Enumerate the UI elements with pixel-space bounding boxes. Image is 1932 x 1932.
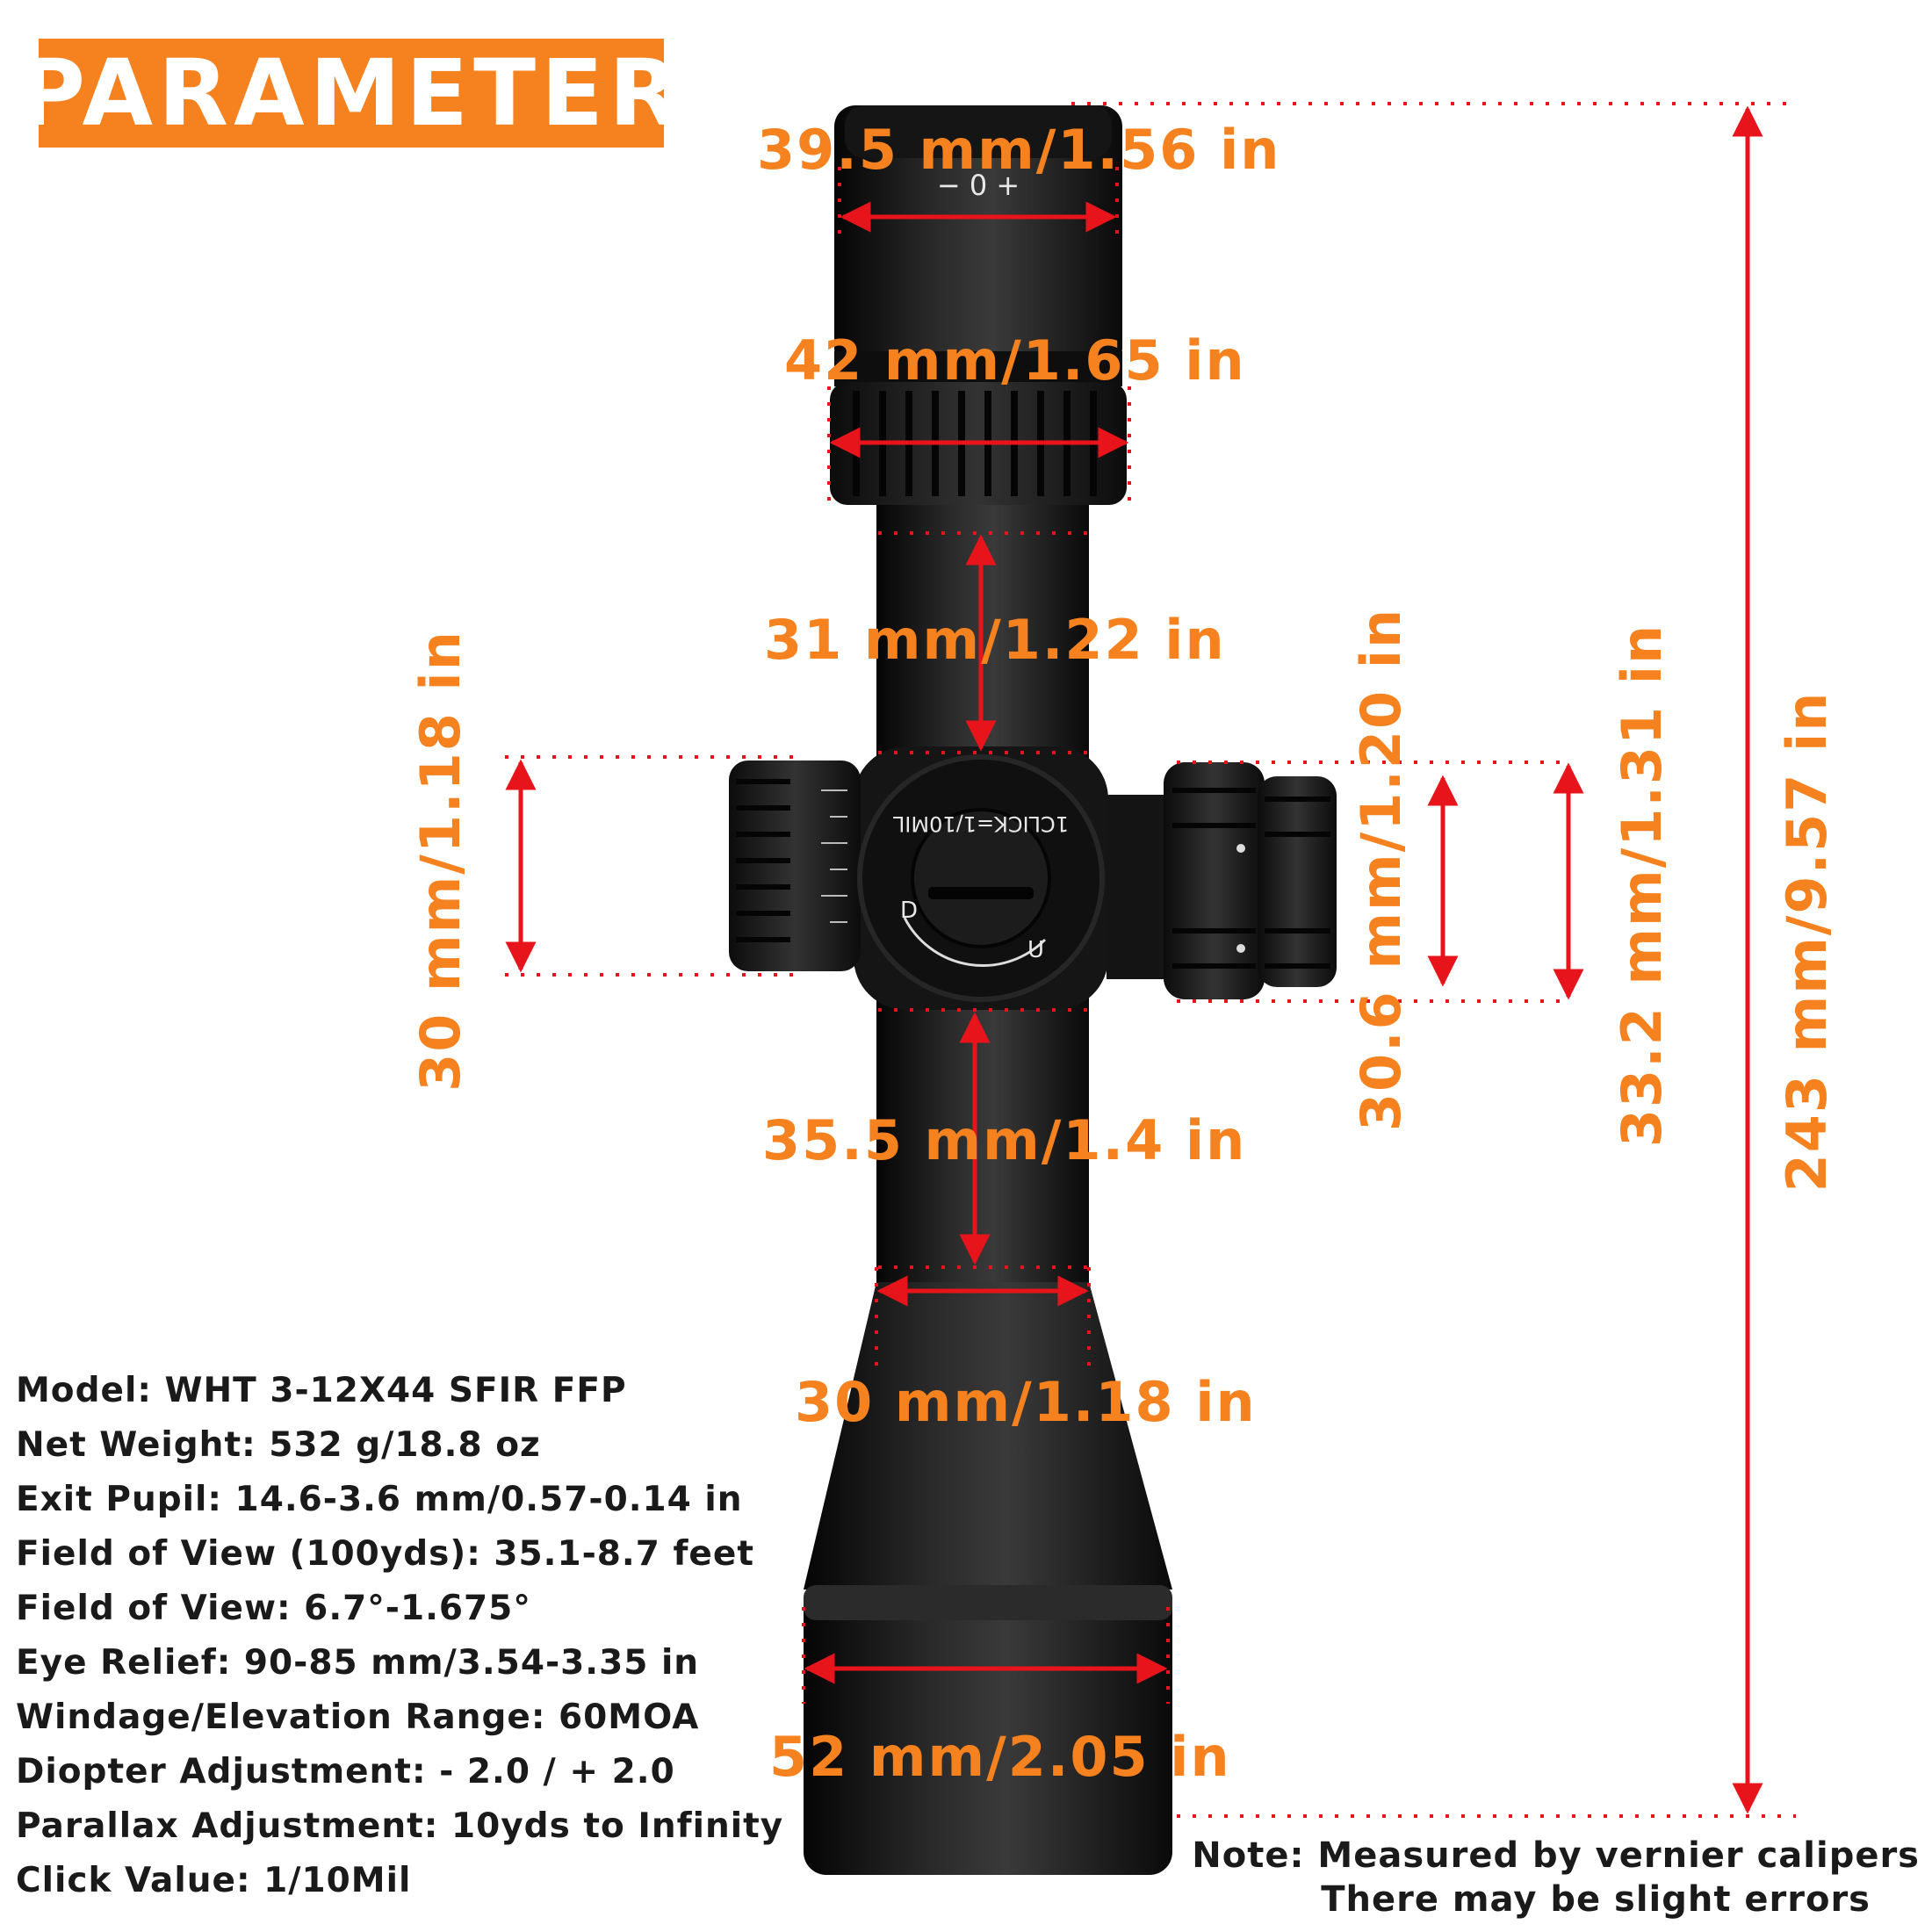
elevation-dial-cap bbox=[911, 808, 1051, 948]
spec-item: Click Value: 1/10Mil bbox=[16, 1861, 412, 1900]
overall-length-label: 243 mm/9.57 in bbox=[1775, 690, 1839, 1193]
objective-rim bbox=[804, 1585, 1172, 1620]
note-line-2: There may be slight errors bbox=[1321, 1879, 1871, 1920]
spec-item: Field of View (100yds): 35.1-8.7 feet bbox=[16, 1534, 754, 1574]
windage-turret bbox=[729, 761, 861, 971]
parallax-knob-outer bbox=[1258, 776, 1337, 987]
parallax-turret-height-label: 30.6 mm/1.20 in bbox=[1349, 607, 1413, 1132]
spec-item: Diopter Adjustment: - 2.0 / + 2.0 bbox=[16, 1752, 675, 1791]
ocular-scale-mark: − 0 + bbox=[937, 169, 1020, 202]
dial-direction-arrow bbox=[903, 917, 1047, 967]
scope-body bbox=[729, 105, 1337, 1875]
spec-item: Model: WHT 3-12X44 SFIR FFP bbox=[16, 1371, 627, 1410]
spec-item: Net Weight: 532 g/18.8 oz bbox=[16, 1425, 541, 1465]
note-line-1: Note: Measured by vernier calipers bbox=[1192, 1835, 1920, 1876]
parallax-knurling bbox=[1172, 788, 1330, 969]
windage-turret-height-label: 30 mm/1.18 in bbox=[408, 630, 472, 1092]
dial-slot bbox=[928, 887, 1034, 899]
spec-list: Model: WHT 3-12X44 SFIR FFP Net Weight: … bbox=[16, 1364, 783, 1908]
tube-diameter-label: 30 mm/1.18 in bbox=[795, 1370, 1257, 1434]
parallax-knob-height-label: 33.2 mm/1.31 in bbox=[1610, 623, 1674, 1148]
ocular-cap bbox=[845, 105, 1112, 158]
dimension-arrows bbox=[505, 105, 1763, 1814]
parallax-dot bbox=[1236, 844, 1245, 853]
spec-item: Parallax Adjustment: 10yds to Infinity bbox=[16, 1806, 784, 1846]
parallax-knob-inner bbox=[1164, 762, 1265, 999]
power-ring-diameter-label: 42 mm/1.65 in bbox=[784, 328, 1246, 393]
objective-bell bbox=[804, 1282, 1172, 1590]
spec-item: Exit Pupil: 14.6-3.6 mm/0.57-0.14 in bbox=[16, 1480, 743, 1519]
click-value-mark: 1CLICK=1/10MIL bbox=[892, 811, 1069, 836]
objective-diameter-label: 52 mm/2.05 in bbox=[769, 1725, 1231, 1789]
front-tube-length-label: 35.5 mm/1.4 in bbox=[762, 1108, 1247, 1172]
rear-tube-length-label: 31 mm/1.22 in bbox=[764, 608, 1226, 672]
ocular-bell bbox=[834, 105, 1122, 369]
spec-item: Windage/Elevation Range: 60MOA bbox=[16, 1698, 700, 1737]
spec-item: Field of View: 6.7°-1.675° bbox=[16, 1589, 531, 1628]
parallax-turret bbox=[1107, 795, 1168, 979]
windage-knurling bbox=[736, 779, 790, 942]
windage-scale bbox=[821, 789, 847, 923]
parallax-dot bbox=[1236, 944, 1245, 953]
spec-item: Eye Relief: 90-85 mm/3.54-3.35 in bbox=[16, 1643, 700, 1683]
parameter-title: PARAMETER bbox=[18, 39, 685, 148]
guide-lines bbox=[505, 102, 1796, 1818]
measurement-note: Note: Measured by vernier calipers There… bbox=[1192, 1834, 1920, 1921]
dial-up-mark: U bbox=[1027, 937, 1044, 963]
dial-down-mark: D bbox=[900, 898, 918, 924]
ocular-band bbox=[834, 351, 1122, 386]
ocular-diameter-label: 39.5 mm/1.56 in bbox=[757, 118, 1281, 182]
